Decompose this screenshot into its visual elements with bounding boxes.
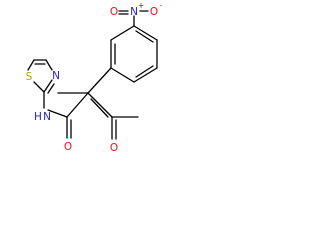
- bond: [33, 81, 45, 93]
- nitro-oxygen-label: O: [110, 6, 118, 18]
- nitro-group: N + O - O: [110, 1, 163, 27]
- double-bond-inner: [135, 65, 154, 78]
- thiazole-ring: N S: [26, 59, 60, 109]
- amide-group: O H N: [34, 92, 89, 153]
- nitro-nitrogen-label: N: [130, 6, 138, 18]
- ketone-oxygen-label: O: [110, 142, 118, 154]
- thiazole-sulfur-label: S: [26, 71, 33, 83]
- benzene-ring: [110, 25, 158, 83]
- double-bond-inner: [135, 30, 154, 43]
- bond: [133, 25, 158, 41]
- amide-oxygen-label: O: [64, 141, 72, 153]
- nitro-oxygen-minus-label: O: [150, 6, 158, 18]
- nitro-positive-charge: +: [138, 1, 144, 10]
- bond: [110, 25, 135, 41]
- amide-h-label: H: [34, 111, 42, 123]
- bond: [43, 79, 53, 93]
- structure-canvas: N + O - O O O H N N S: [0, 0, 210, 169]
- amide-nitrogen-label: N: [43, 111, 51, 123]
- bond: [133, 67, 158, 83]
- chemical-structure: N + O - O O O H N N S: [26, 1, 163, 154]
- double-bond-inner: [47, 83, 55, 94]
- bond: [47, 109, 68, 118]
- double-bond: [90, 98, 109, 118]
- bond: [110, 67, 135, 83]
- acetyl-group: O: [110, 116, 139, 154]
- bond: [45, 59, 53, 71]
- thiazole-nitrogen-label: N: [52, 70, 60, 82]
- bond: [87, 92, 113, 118]
- alkene-linker: [57, 67, 113, 118]
- bond: [27, 59, 35, 71]
- nitro-negative-charge: -: [160, 1, 163, 10]
- bond: [66, 92, 89, 118]
- bond: [87, 67, 112, 94]
